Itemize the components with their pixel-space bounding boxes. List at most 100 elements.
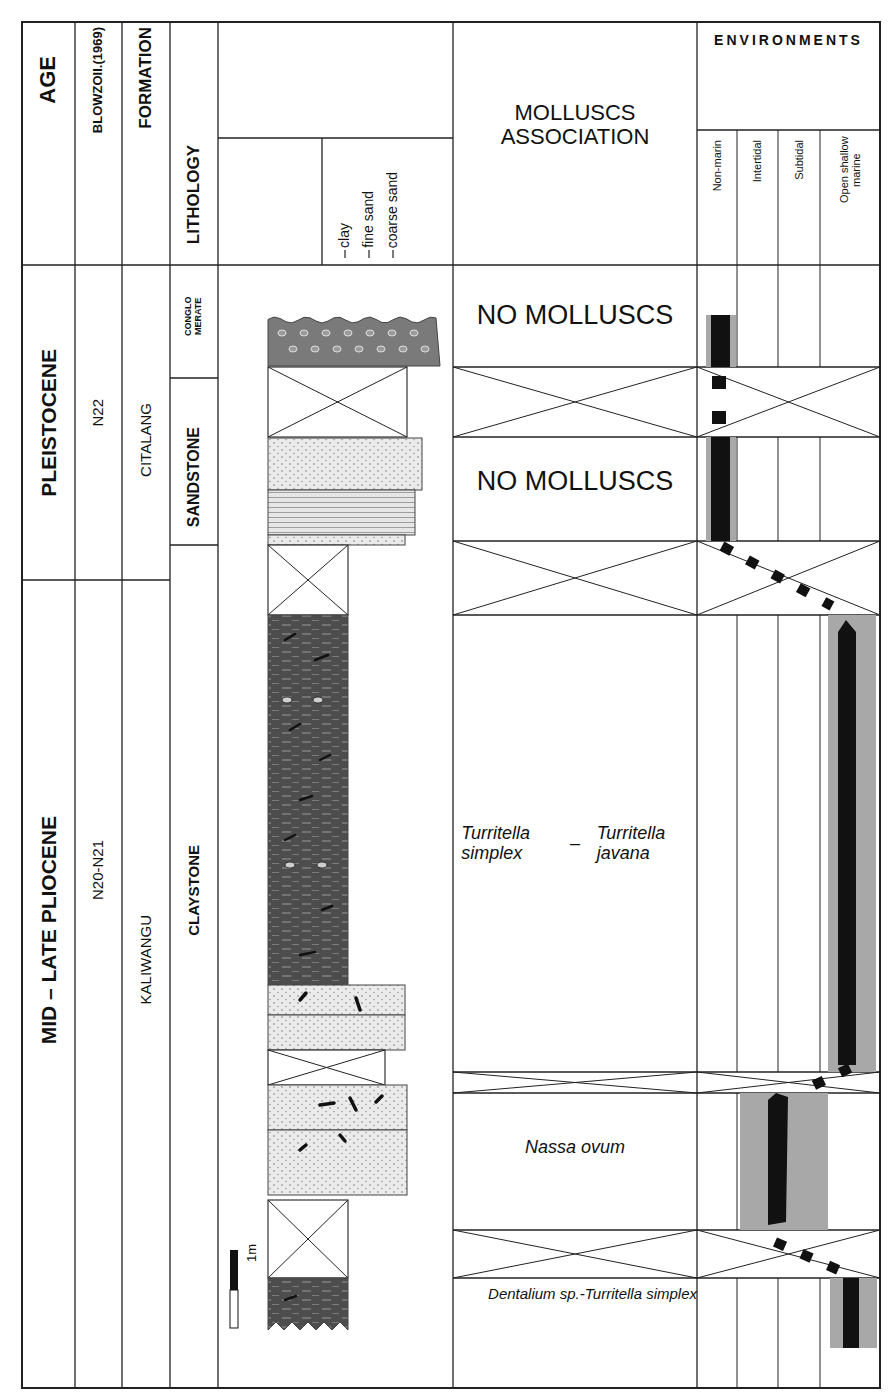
gap-box	[268, 1050, 385, 1085]
gap-cross	[697, 541, 880, 615]
node-text: Intertidal	[751, 140, 763, 182]
node-text: SANDSTONE	[185, 427, 203, 527]
formation-label: KALIWANGU	[122, 800, 170, 1120]
association-label: NO MOLLUSCS	[453, 437, 697, 527]
grid-line	[737, 1278, 738, 1388]
shell-fragment	[300, 796, 312, 800]
node-text: BLOWZOII.(1969)	[91, 27, 105, 133]
gap-cross	[697, 1072, 880, 1093]
sand-bed	[268, 1015, 405, 1050]
node-text: Subtidal	[793, 140, 805, 180]
label-text: 1m	[245, 1244, 259, 1262]
grain-size-label: coarse sand	[384, 138, 402, 248]
grid-line	[170, 544, 218, 545]
shell-fragment	[376, 1096, 382, 1102]
range-dash	[712, 411, 726, 424]
range-band	[706, 437, 736, 541]
pebble	[377, 346, 385, 352]
gap-cross	[268, 367, 407, 437]
grid-line	[453, 366, 880, 367]
shell-fragment	[340, 1135, 345, 1141]
column-header: MOLLUSCS ASSOCIATION	[453, 55, 697, 195]
gap-cross	[268, 367, 407, 437]
lithology-label: CONGLO MERATE	[170, 268, 218, 364]
grain-size-tick	[392, 250, 393, 258]
gap-cross	[697, 367, 880, 437]
column-header: LITHOLOGY	[170, 130, 218, 260]
pebble	[355, 346, 363, 352]
range-bar	[711, 437, 730, 541]
environment-header: Subtidal	[778, 140, 820, 260]
gap-cross	[268, 545, 348, 615]
scale-bar	[230, 1250, 238, 1290]
transition-dash	[722, 546, 832, 606]
grid-line	[121, 22, 122, 1388]
grid-line	[778, 130, 779, 367]
grain-size-label: clay	[336, 138, 354, 248]
node-text: LITHOLOGY	[185, 145, 204, 244]
column-header: FORMATION	[122, 27, 170, 152]
gap-cross	[697, 541, 880, 615]
grid-line	[169, 22, 170, 1388]
range-tip	[838, 620, 856, 632]
pebble	[278, 330, 286, 336]
grid-line	[453, 614, 880, 615]
gap-cross	[453, 367, 697, 437]
column-header: BLOWZOII.(1969)	[75, 27, 122, 152]
gap-box	[268, 1200, 348, 1278]
zone-label: N22	[75, 265, 122, 560]
association-label: Nassa ovum	[453, 1093, 697, 1203]
formation-label: CITALANG	[122, 265, 170, 615]
node-text: Dentalium sp.-Turritella simplex	[465, 1286, 697, 1303]
epoch-label: PLEISTOCENE	[22, 265, 75, 580]
pebble	[289, 346, 297, 352]
node-text: N22	[90, 399, 107, 427]
node-text: CLAYSTONE	[186, 845, 203, 936]
shell-fragment	[285, 634, 295, 640]
transition-dash	[800, 1068, 850, 1092]
grid-line	[74, 22, 75, 1388]
grid-line	[820, 615, 821, 1072]
grid-line	[217, 22, 218, 1388]
node-text: PLEISTOCENE	[37, 349, 60, 497]
column-header: ENVIRONMENTS	[697, 24, 880, 58]
label-text: coarse sand	[385, 172, 400, 248]
gap-cross	[453, 1072, 697, 1093]
grid-line	[453, 540, 880, 541]
pebble	[322, 330, 330, 336]
grid-line	[778, 437, 779, 541]
range-bar	[768, 1093, 788, 1225]
grid-line	[778, 615, 779, 1072]
scale-label: 1m	[242, 1244, 262, 1278]
gap-cross	[697, 1230, 880, 1278]
label-text: clay	[337, 223, 352, 248]
node-text: CONGLO MERATE	[184, 292, 204, 340]
gap-cross	[453, 1230, 697, 1278]
shell-fragment	[322, 906, 332, 910]
grid-line	[820, 130, 821, 367]
range-band	[828, 615, 876, 1072]
lithology-label: CLAYSTONE	[170, 740, 218, 1040]
shell-section	[313, 697, 323, 703]
gap-cross	[453, 367, 697, 437]
pebble	[311, 346, 319, 352]
node-text: Open shallow marine	[838, 133, 862, 207]
range-band	[830, 1278, 877, 1348]
sand-bed	[268, 1130, 407, 1195]
gap-cross	[268, 1200, 348, 1278]
node-text: Non-marin	[711, 140, 723, 191]
node-text: Turritella javana	[597, 824, 689, 864]
association-label: Dentalium sp.-Turritella simplex	[453, 1278, 697, 1348]
pebble	[366, 330, 374, 336]
shell-fragment	[300, 993, 306, 1000]
gap-cross	[453, 1230, 697, 1278]
node-text: –	[570, 834, 580, 854]
gap-box	[268, 545, 348, 615]
environment-header: Open shallow marine	[820, 133, 880, 253]
association-label: Turritella simplex–Turritella javana	[453, 615, 697, 1072]
environment-header: Intertidal	[737, 140, 778, 260]
gap-cross	[453, 541, 697, 615]
sandstone-bed	[268, 438, 422, 490]
pebble	[421, 346, 429, 352]
